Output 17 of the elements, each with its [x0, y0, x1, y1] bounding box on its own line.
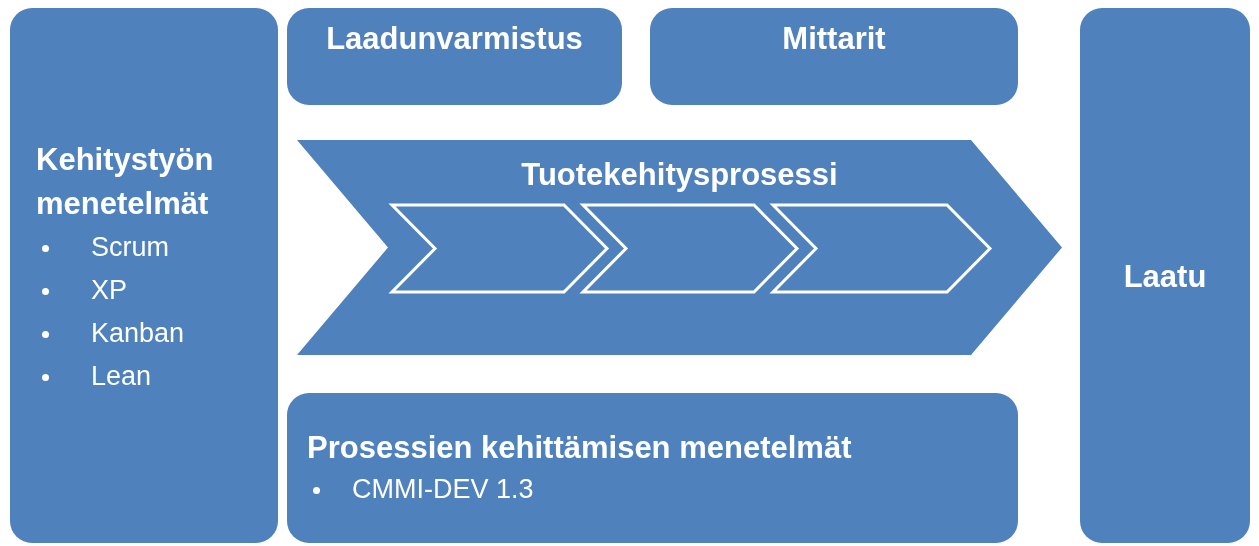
- heading: Prosessien kehittämisen menetelmät: [307, 429, 853, 467]
- list-item: CMMI-DEV 1.3: [307, 468, 1018, 512]
- metrics-box: [650, 8, 1018, 105]
- quality-box: [1080, 8, 1250, 543]
- heading: Laatu: [1122, 258, 1208, 296]
- improvement-panel: [287, 393, 1018, 543]
- heading: Laadunvarmistus: [325, 20, 584, 58]
- list-item: Kanban: [36, 312, 278, 355]
- method-panel: [10, 8, 278, 543]
- list-item: Scrum: [36, 226, 278, 269]
- heading: Tuotekehitysprosessi: [520, 156, 839, 194]
- quality-assurance-box: [287, 8, 622, 105]
- heading: Mittarit: [781, 20, 887, 58]
- process-chevron: [297, 140, 1062, 355]
- heading: Kehitystyön menetelmät: [36, 141, 215, 223]
- list-item: Lean: [36, 355, 278, 398]
- list-item: XP: [36, 269, 278, 312]
